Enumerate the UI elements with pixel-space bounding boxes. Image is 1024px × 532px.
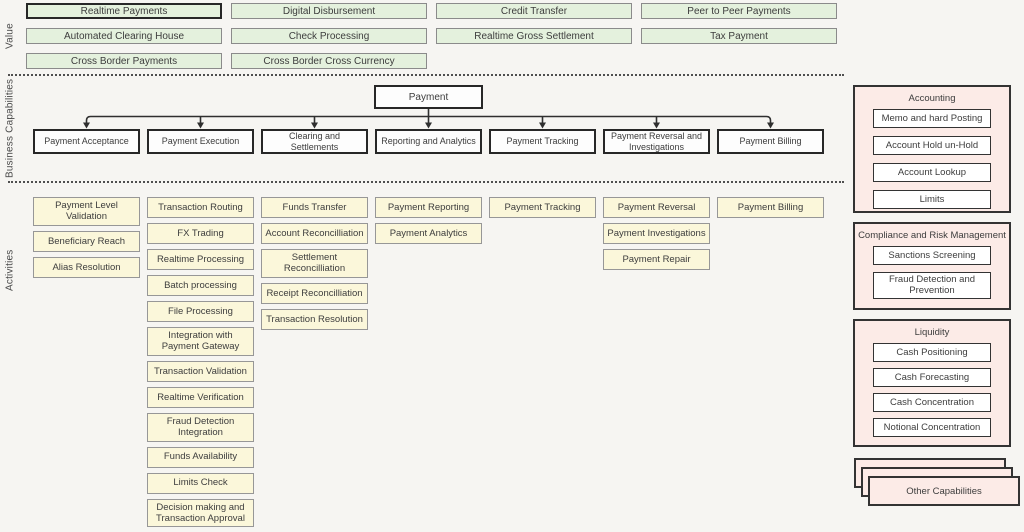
capability-box-reporting-and-analytics: Reporting and Analytics xyxy=(375,129,482,154)
capability-box-payment-acceptance: Payment Acceptance xyxy=(33,129,140,154)
section-label-activities: Activities xyxy=(4,249,16,291)
activity-box: Funds Availability xyxy=(147,446,254,468)
activity-box: Integration with Payment Gateway xyxy=(147,327,254,356)
activity-box: Payment Tracking xyxy=(489,197,596,218)
other-capabilities-card-front: Other Capabilities xyxy=(868,476,1020,506)
panel-item: Sanctions Screening xyxy=(873,246,991,265)
activity-box: Batch processing xyxy=(147,275,254,296)
capability-box-payment-billing: Payment Billing xyxy=(717,129,824,154)
activity-box: Transaction Routing xyxy=(147,197,254,218)
panel-item: Memo and hard Posting xyxy=(873,109,991,128)
activities-column-reporting-and-analytics: Payment Reporting Payment Analytics xyxy=(375,197,482,244)
activity-box: Payment Repair xyxy=(603,249,710,270)
value-box-peer-to-peer-payments: Peer to Peer Payments xyxy=(641,3,837,19)
section-label-value: Value xyxy=(4,23,16,49)
activities-column-payment-tracking: Payment Tracking xyxy=(489,197,596,218)
capability-box-clearing-and-settlements: Clearing and Settlements xyxy=(261,129,368,154)
activity-box: Transaction Resolution xyxy=(261,308,368,330)
activity-box: Decision making and Transaction Approval xyxy=(147,498,254,528)
panel-title: Liquidity xyxy=(914,327,950,338)
activity-box: FX Trading xyxy=(147,223,254,244)
activity-box: Payment Reversal xyxy=(603,197,710,218)
activity-box: Settlement Reconcilliation xyxy=(261,249,368,278)
activity-box: Payment Reporting xyxy=(375,197,482,218)
activity-box: Payment Billing xyxy=(717,197,824,218)
panel-accounting: Accounting Memo and hard Posting Account… xyxy=(853,85,1011,213)
activity-box: Realtime Processing xyxy=(147,249,254,270)
activity-box: Payment Analytics xyxy=(375,223,482,244)
activity-box: File Processing xyxy=(147,301,254,322)
activities-column-payment-execution: Transaction Routing FX Trading Realtime … xyxy=(147,197,254,528)
value-box-cross-border-cross-currency: Cross Border Cross Currency xyxy=(231,53,427,69)
value-box-realtime-payments: Realtime Payments xyxy=(26,3,222,19)
dotted-divider xyxy=(8,181,844,183)
panel-compliance-and-risk-management: Compliance and Risk Management Sanctions… xyxy=(853,222,1011,310)
activity-box: Transaction Validation xyxy=(147,360,254,382)
panel-item: Cash Forecasting xyxy=(873,368,991,387)
activities-column-payment-reversal: Payment Reversal Payment Investigations … xyxy=(603,197,710,270)
value-box-check-processing: Check Processing xyxy=(231,28,427,44)
activity-box: Payment Investigations xyxy=(603,223,710,244)
value-section: Realtime Payments Digital Disbursement C… xyxy=(26,3,838,69)
value-box-credit-transfer: Credit Transfer xyxy=(436,3,632,19)
panel-item: Account Lookup xyxy=(873,163,991,182)
panel-title: Compliance and Risk Management xyxy=(858,230,1006,241)
activity-box: Receipt Reconcilliation xyxy=(261,282,368,304)
capability-box-payment-tracking: Payment Tracking xyxy=(489,129,596,154)
value-box-cross-border-payments: Cross Border Payments xyxy=(26,53,222,69)
activity-box: Funds Transfer xyxy=(261,197,368,218)
panel-title: Accounting xyxy=(908,93,956,104)
section-label-business-capabilities: Business Capabilities xyxy=(4,78,16,178)
arrowheads xyxy=(83,122,774,129)
activity-box: Alias Resolution xyxy=(33,256,140,278)
capability-root-payment: Payment xyxy=(374,85,483,109)
capability-box-payment-execution: Payment Execution xyxy=(147,129,254,154)
activity-box: Beneficiary Reach xyxy=(33,230,140,252)
activity-box: Realtime Verification xyxy=(147,386,254,408)
activity-box: Account Reconcilliation xyxy=(261,223,368,244)
panel-item: Fraud Detection and Prevention xyxy=(873,272,991,299)
activity-box: Payment Level Validation xyxy=(33,197,140,226)
panel-item: Cash Positioning xyxy=(873,343,991,362)
activity-box: Fraud Detection Integration xyxy=(147,412,254,442)
panel-item: Cash Concentration xyxy=(873,393,991,412)
activities-column-clearing-and-settlements: Funds Transfer Account Reconcilliation S… xyxy=(261,197,368,330)
panel-item: Account Hold un-Hold xyxy=(873,136,991,155)
activities-column-payment-billing: Payment Billing xyxy=(717,197,824,218)
value-box-realtime-gross-settlement: Realtime Gross Settlement xyxy=(436,28,632,44)
panel-item: Limits xyxy=(873,190,991,209)
value-box-digital-disbursement: Digital Disbursement xyxy=(231,3,427,19)
dotted-divider xyxy=(8,74,844,76)
value-box-automated-clearing-house: Automated Clearing House xyxy=(26,28,222,44)
value-box-tax-payment: Tax Payment xyxy=(641,28,837,44)
activity-box: Limits Check xyxy=(147,472,254,494)
activities-column-payment-acceptance: Payment Level Validation Beneficiary Rea… xyxy=(33,197,140,278)
panel-liquidity: Liquidity Cash Positioning Cash Forecast… xyxy=(853,319,1011,447)
panel-item: Notional Concentration xyxy=(873,418,991,437)
capability-box-payment-reversal-and-investigations: Payment Reversal and Investigations xyxy=(603,129,710,154)
